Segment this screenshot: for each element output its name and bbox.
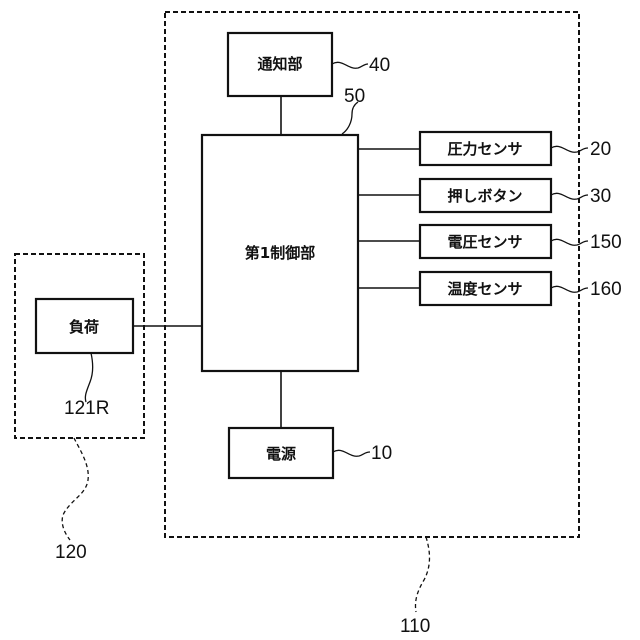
temperature-leader xyxy=(551,286,588,292)
load-leader xyxy=(85,353,92,402)
power-supply-ref: 10 xyxy=(371,443,392,464)
voltage-sensor-label: 電圧センサ xyxy=(447,233,522,251)
push-button-label: 押しボタン xyxy=(447,187,522,205)
voltage-sensor-ref: 150 xyxy=(590,232,622,253)
button-leader xyxy=(551,193,588,199)
notify-label: 通知部 xyxy=(257,55,302,73)
temperature-sensor-ref: 160 xyxy=(590,279,622,300)
load-ref: 121R xyxy=(64,398,109,419)
main-device-ref: 110 xyxy=(400,616,430,637)
load-label: 負荷 xyxy=(69,318,99,336)
external-device-leader xyxy=(62,438,88,540)
pressure-leader xyxy=(551,146,588,152)
temperature-sensor-label: 温度センサ xyxy=(447,280,522,298)
pressure-sensor-ref: 20 xyxy=(590,139,611,160)
power-leader xyxy=(333,450,370,456)
main-device-leader xyxy=(415,537,429,612)
notify-leader xyxy=(332,62,368,68)
power-supply-label: 電源 xyxy=(266,445,296,463)
pressure-sensor-label: 圧力センサ xyxy=(447,140,522,158)
external-device-ref: 120 xyxy=(55,542,87,563)
controller-ref: 50 xyxy=(344,86,365,107)
voltage-leader xyxy=(551,239,588,245)
push-button-ref: 30 xyxy=(590,186,611,207)
controller-label: 第1制御部 xyxy=(245,244,315,262)
notify-ref: 40 xyxy=(369,55,390,76)
